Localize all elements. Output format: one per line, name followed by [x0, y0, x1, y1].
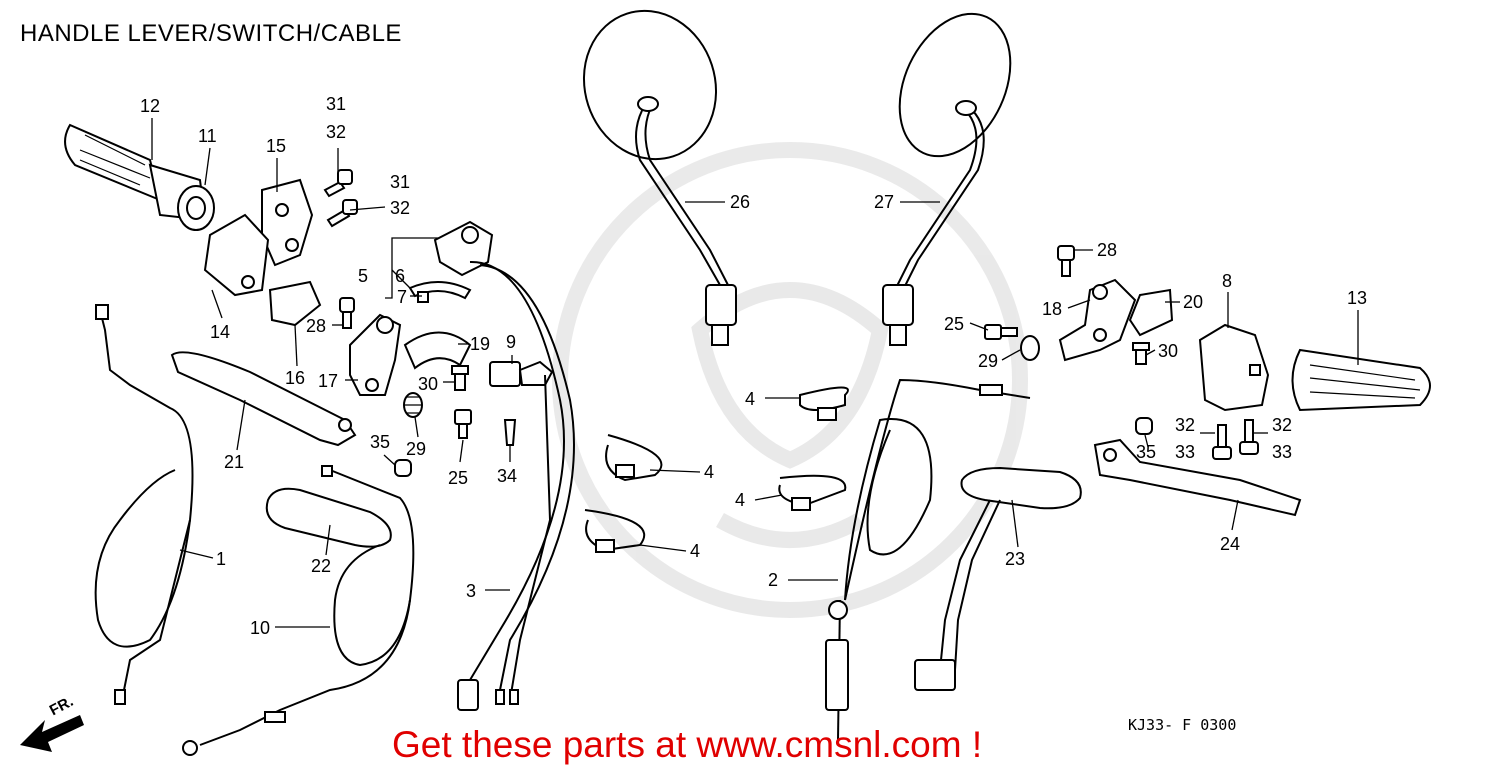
- part-24-brake-lever: [1093, 438, 1302, 517]
- callout-25-left: 25: [448, 468, 468, 488]
- callout-19: 19: [470, 334, 490, 354]
- callout-3: 3: [466, 581, 476, 601]
- callout-8: 8: [1222, 271, 1232, 291]
- callout-6: 6: [395, 266, 405, 286]
- callout-34: 34: [497, 466, 517, 486]
- part-35-nut-left: [394, 459, 412, 477]
- part-1-throttle-cable: [94, 304, 194, 705]
- front-direction-label: FR.: [47, 693, 76, 719]
- callout-32-c: 32: [1175, 415, 1195, 435]
- part-19-holder: [403, 331, 472, 370]
- part-31-32-screw-a: [323, 169, 353, 198]
- part-29-washer-right: [1020, 335, 1040, 361]
- part-32-33-screw-b: [1239, 419, 1259, 455]
- callout-10: 10: [250, 618, 270, 638]
- callout-31-a: 31: [326, 94, 346, 114]
- part-30-screw-right: [1132, 342, 1150, 365]
- diagram-code: KJ33- F 0300: [1128, 716, 1237, 734]
- callout-13: 13: [1347, 288, 1367, 308]
- callout-24: 24: [1220, 534, 1240, 554]
- callout-4-d: 4: [690, 541, 700, 561]
- callout-27: 27: [874, 192, 894, 212]
- callout-17: 17: [318, 371, 338, 391]
- callout-32-d: 32: [1272, 415, 1292, 435]
- callout-26: 26: [730, 192, 750, 212]
- part-8-switch-housing: [1198, 323, 1270, 412]
- part-4-band-c: [778, 474, 847, 511]
- part-14-throttle-housing-lower: [203, 213, 270, 297]
- callout-25-right: 25: [944, 314, 964, 334]
- part-25-screw-right: [984, 324, 1018, 340]
- part-5-switch-housing: [433, 220, 494, 277]
- part-15-throttle-housing-upper: [261, 178, 314, 267]
- promo-link[interactable]: Get these parts at www.cmsnl.com !: [392, 724, 983, 765]
- callout-33-d: 33: [1272, 442, 1292, 462]
- callout-2: 2: [768, 570, 778, 590]
- part-10-clutch-cable: [182, 465, 415, 756]
- part-3-wire-harness: [457, 260, 575, 711]
- callout-4-a: 4: [745, 389, 755, 409]
- part-13-right-grip: [1291, 348, 1431, 412]
- part-32-33-screw-a: [1212, 424, 1232, 460]
- callout-29-left: 29: [406, 439, 426, 459]
- callout-11: 11: [198, 126, 217, 146]
- callout-28-left: 28: [306, 316, 326, 336]
- part-30-screw-left: [451, 365, 469, 391]
- callout-9: 9: [506, 332, 516, 352]
- callout-7: 7: [397, 287, 407, 307]
- part-11-throttle-pipe: [148, 163, 215, 231]
- callout-30-right: 30: [1158, 341, 1178, 361]
- page-title: HANDLE LEVER/SWITCH/CABLE: [20, 20, 402, 47]
- part-18-brake-bracket: [1058, 278, 1137, 362]
- callout-29-right: 29: [978, 351, 998, 371]
- leader-lines: [151, 118, 1359, 628]
- callout-35-left: 35: [370, 432, 390, 452]
- callout-33-c: 33: [1175, 442, 1195, 462]
- callout-32-a: 32: [326, 122, 346, 142]
- callout-4-b: 4: [704, 462, 714, 482]
- part-25-screw-left: [454, 409, 472, 439]
- callout-22: 22: [311, 556, 331, 576]
- part-23-switch-harness: [914, 466, 1082, 691]
- callout-16: 16: [285, 368, 305, 388]
- part-20-brake-clamp: [1128, 288, 1174, 337]
- callout-labels: 12 11 15 31 32 31 32 14 5 6 7 28 16 17 1…: [47, 94, 1367, 719]
- part-31-32-screw-b: [326, 199, 358, 228]
- part-2-throttle-cable: [825, 378, 1031, 741]
- callout-20: 20: [1183, 292, 1203, 312]
- part-27-right-mirror: [882, 12, 1012, 346]
- part-17-lever-bracket: [349, 313, 402, 396]
- callout-23: 23: [1005, 549, 1025, 569]
- callout-12: 12: [140, 96, 160, 116]
- part-16-lever-clamp: [268, 280, 322, 327]
- callout-14: 14: [210, 322, 230, 342]
- part-4-band-b: [605, 434, 663, 482]
- part-34-screw: [503, 419, 517, 446]
- callout-5: 5: [358, 266, 368, 286]
- callout-30-left: 30: [418, 374, 438, 394]
- part-26-left-mirror: [582, 9, 737, 346]
- part-21-clutch-lever: [170, 351, 357, 447]
- callout-21: 21: [224, 452, 244, 472]
- part-28-bolt-right: [1057, 245, 1075, 277]
- callout-35-right: 35: [1136, 442, 1156, 462]
- callout-4-c: 4: [735, 490, 745, 510]
- callout-32-b: 32: [390, 198, 410, 218]
- watermark-logo: [552, 142, 1028, 618]
- part-22-lever-cover: [265, 487, 392, 548]
- part-9-clutch-switch: [489, 360, 554, 387]
- callout-15: 15: [266, 136, 286, 156]
- callout-18: 18: [1042, 299, 1062, 319]
- callout-1: 1: [216, 549, 226, 569]
- part-35-nut-right: [1135, 417, 1153, 435]
- callout-28-right: 28: [1097, 240, 1117, 260]
- part-6-clip: [408, 280, 472, 303]
- part-12-left-grip: [64, 123, 162, 202]
- part-4-band-a: [799, 386, 849, 421]
- front-direction-arrow: [20, 715, 84, 752]
- part-28-bolt-left: [339, 297, 355, 329]
- callout-31-b: 31: [390, 172, 410, 192]
- part-29-washer-left: [403, 392, 423, 418]
